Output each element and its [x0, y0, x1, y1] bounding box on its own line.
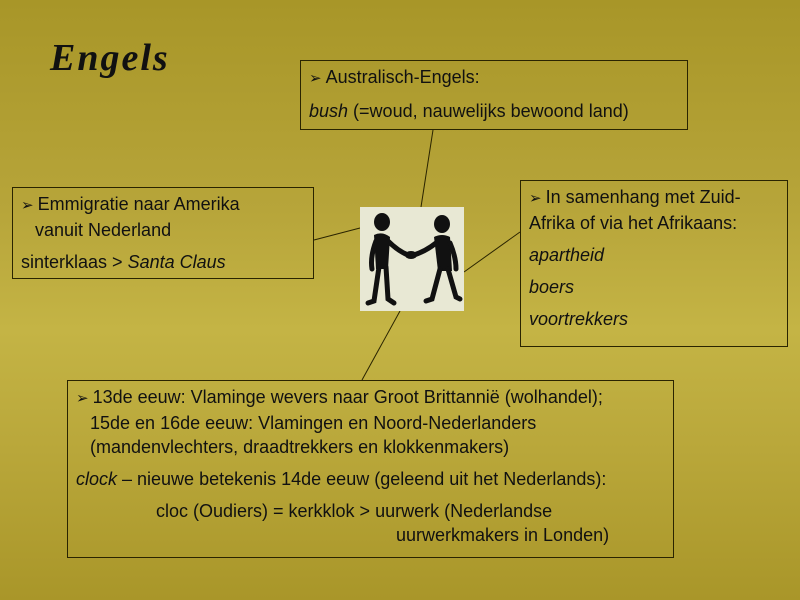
arrow-bullet-icon: ➢: [76, 390, 89, 407]
south-africa-word: apartheid: [529, 245, 605, 265]
clock-explanation: – nieuwe betekenis 14de eeuw (geleend ui…: [117, 469, 607, 489]
history-line1: 13de eeuw: Vlaminge wevers naar Groot Br…: [92, 387, 603, 407]
south-africa-heading-line2: Afrika of via het Afrikaans:: [529, 213, 738, 233]
south-africa-box: ➢In samenhang met Zuid- Afrika of via he…: [520, 180, 788, 347]
emigration-example-target: Santa Claus: [127, 252, 226, 272]
clock-word: clock: [76, 469, 118, 489]
south-africa-word: boers: [529, 277, 575, 297]
australian-english-box: ➢Australisch-Engels: bush (=woud, nauwel…: [300, 60, 688, 130]
emigration-example-source: sinterklaas >: [21, 252, 128, 272]
history-box: ➢13de eeuw: Vlaminge wevers naar Groot B…: [67, 380, 674, 558]
history-line2: 15de en 16de eeuw: Vlamingen en Noord-Ne…: [90, 413, 537, 433]
connector-top: [420, 129, 434, 208]
cloc-line1: cloc (Oudiers) = kerkklok > uurwerk (Ned…: [156, 501, 553, 521]
connector-right: [463, 231, 521, 273]
arrow-bullet-icon: ➢: [309, 70, 322, 87]
handshake-figures-icon: [360, 207, 464, 311]
slide-title: Engels: [50, 37, 170, 79]
australian-heading: Australisch-Engels:: [325, 67, 480, 87]
history-line3: (mandenvlechters, draadtrekkers en klokk…: [90, 437, 510, 457]
australian-word: bush: [309, 101, 349, 121]
connector-left: [313, 227, 361, 241]
south-africa-word: voortrekkers: [529, 309, 629, 329]
arrow-bullet-icon: ➢: [529, 190, 542, 207]
connector-bottom: [361, 310, 401, 381]
arrow-bullet-icon: ➢: [21, 197, 34, 214]
cloc-line2: uurwerkmakers in Londen): [396, 525, 610, 545]
australian-meaning: (=woud, nauwelijks bewoond land): [348, 101, 629, 121]
emigration-heading-line2: vanuit Nederland: [35, 220, 172, 240]
emigration-box: ➢Emmigratie naar Amerika vanuit Nederlan…: [12, 187, 314, 279]
emigration-heading-line1: Emmigratie naar Amerika: [37, 194, 240, 214]
south-africa-heading-line1: In samenhang met Zuid-: [545, 187, 741, 207]
